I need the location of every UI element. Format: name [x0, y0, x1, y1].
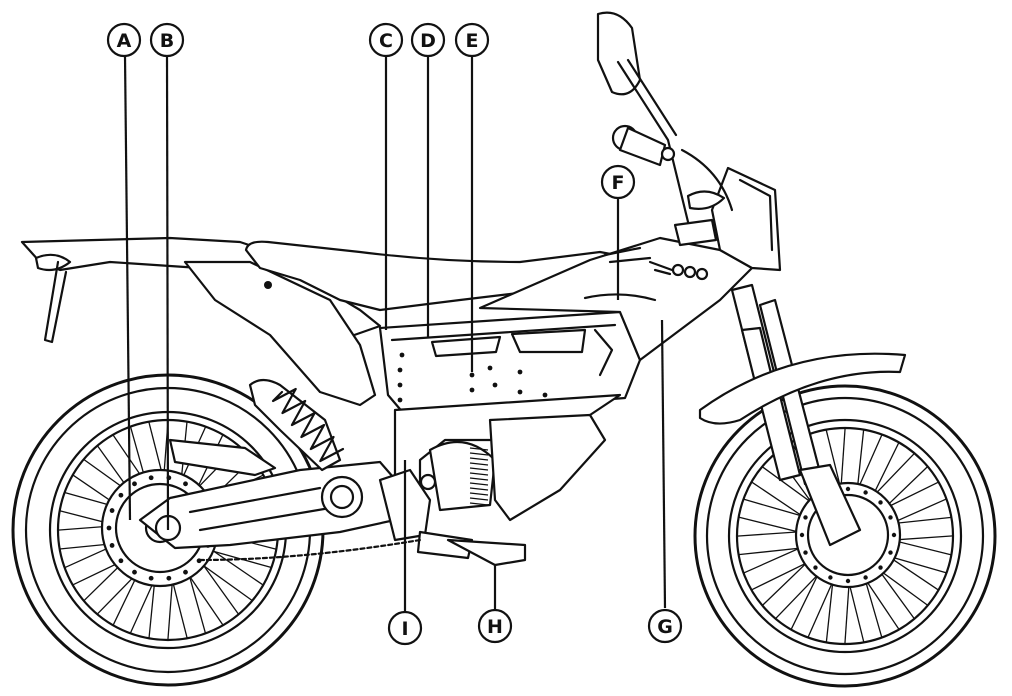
callout-d-label: D [420, 30, 436, 52]
drive-chain [198, 538, 422, 562]
callout-a: A [106, 22, 142, 58]
leader-b [165, 55, 170, 531]
callout-e: E [454, 22, 490, 58]
callout-b-label: B [160, 30, 174, 52]
callout-e-label: E [466, 30, 479, 52]
callout-i: I [387, 610, 423, 646]
swingarm [138, 460, 402, 550]
leader-g [660, 319, 667, 609]
foot-peg [378, 468, 527, 567]
callout-c: C [368, 22, 404, 58]
battery-box [378, 310, 642, 417]
callout-g-label: G [657, 616, 673, 638]
callout-g: G [647, 608, 683, 644]
callout-f: F [600, 164, 636, 200]
handlebar [596, 11, 734, 247]
callout-i-label: I [401, 618, 408, 640]
leader-a [123, 55, 132, 521]
callout-f-label: F [612, 172, 625, 194]
front-fender [698, 352, 907, 425]
headlight-cowl [710, 166, 782, 272]
leader-lines [123, 55, 667, 612]
callout-h: H [477, 608, 513, 644]
callout-h-label: H [487, 616, 503, 638]
callout-a-label: A [117, 30, 132, 52]
frame [393, 393, 622, 522]
side-panel [478, 236, 754, 362]
callout-b: B [149, 22, 185, 58]
callout-d: D [410, 22, 446, 58]
front-fork [730, 283, 862, 547]
callout-c-label: C [379, 30, 393, 52]
rear-shock [168, 378, 345, 477]
